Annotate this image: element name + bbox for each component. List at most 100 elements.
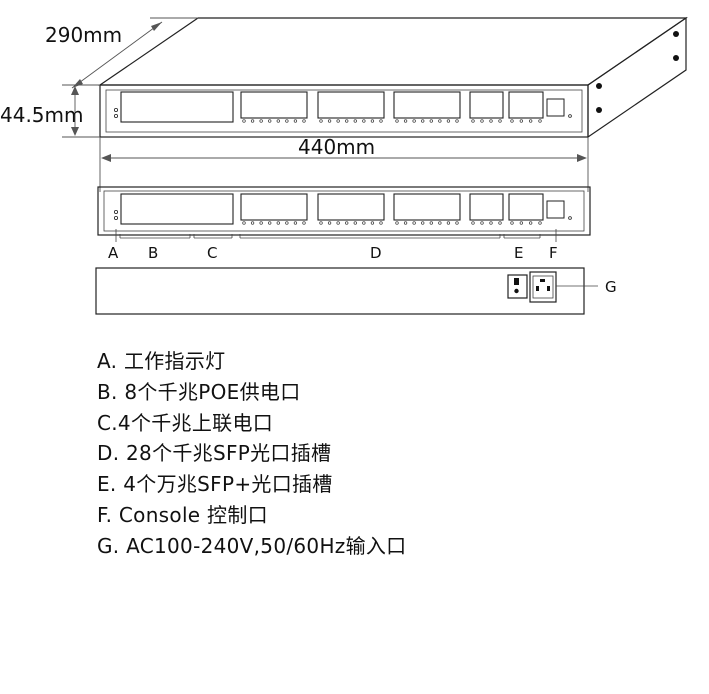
port-led-icon xyxy=(242,119,246,123)
sfp-module xyxy=(317,91,385,119)
callout-b: B xyxy=(148,244,158,262)
port-led-icon xyxy=(510,221,514,225)
port-led-icon xyxy=(519,119,523,123)
port-led-icon xyxy=(429,119,433,123)
legend-item: B. 8个千兆POE供电口 xyxy=(97,379,301,404)
port-led-icon xyxy=(362,221,366,225)
port-led-icon xyxy=(455,221,459,225)
callout-f: F xyxy=(549,244,558,262)
port-led-icon xyxy=(403,221,408,225)
callout-e: E xyxy=(514,244,523,262)
port-led-icon xyxy=(446,221,451,225)
height-label: 44.5mm xyxy=(0,103,84,127)
port-led-icon xyxy=(438,221,442,225)
sfp-module xyxy=(393,91,461,119)
port-led-icon xyxy=(353,119,357,123)
front-panel xyxy=(97,186,591,236)
status-led-icon xyxy=(114,108,119,113)
port-led-icon xyxy=(302,119,306,123)
port-led-icon xyxy=(471,221,475,225)
port-led-icon xyxy=(319,221,323,225)
front-panel-inner xyxy=(103,190,585,232)
port-led-icon xyxy=(471,119,475,123)
console-port-icon xyxy=(546,200,565,219)
port-led-icon xyxy=(302,221,306,225)
side-screw-icon xyxy=(673,55,679,61)
port-led-icon xyxy=(412,221,416,225)
port-led-icon xyxy=(242,221,246,225)
power-switch-icon xyxy=(507,274,528,299)
port-led-icon xyxy=(395,119,399,123)
port-led-icon xyxy=(250,119,255,123)
port-led-icon xyxy=(370,119,375,123)
port-led-icon xyxy=(480,119,484,123)
arrow-icon xyxy=(151,22,162,31)
port-led-icon xyxy=(319,119,323,123)
sfp-module xyxy=(508,91,544,119)
chassis-top-face xyxy=(98,17,688,86)
port-led-icon xyxy=(293,221,298,225)
reset-button-icon xyxy=(568,216,572,220)
port-led-icon xyxy=(429,221,433,225)
sfp-module xyxy=(393,193,461,221)
port-led-icon xyxy=(268,119,272,123)
callout-g: G xyxy=(605,278,617,296)
port-led-icon xyxy=(268,221,272,225)
port-led-icon xyxy=(285,119,289,123)
chassis-side-face xyxy=(587,16,687,139)
rear-panel xyxy=(95,267,585,315)
port-block xyxy=(120,91,234,123)
legend-item: F. Console 控制口 xyxy=(97,502,268,527)
status-led-icon xyxy=(114,215,119,220)
sfp-module xyxy=(240,91,308,119)
front-port-group xyxy=(114,193,572,225)
port-led-icon xyxy=(412,119,416,123)
port-led-icon xyxy=(529,221,533,225)
port-led-icon xyxy=(446,119,451,123)
legend-item: D. 28个千兆SFP光口插槽 xyxy=(97,441,332,466)
front-panel-iso xyxy=(99,84,589,138)
port-led-icon xyxy=(276,119,280,123)
status-led-icon xyxy=(114,209,119,214)
port-led-icon xyxy=(403,119,408,123)
power-inlet-icon xyxy=(529,271,557,303)
legend-item: G. AC100-240V,50/60Hz输入口 xyxy=(97,533,407,558)
port-led-icon xyxy=(336,119,340,123)
port-led-icon xyxy=(529,119,533,123)
port-led-icon xyxy=(370,221,375,225)
rear-view: G xyxy=(95,267,617,315)
port-led-icon xyxy=(519,221,523,225)
port-led-icon xyxy=(538,221,542,225)
port-led-icon xyxy=(362,119,366,123)
legend-list: A. 工作指示灯 B. 8个千兆POE供电口 C.4个千兆上联电口 D. 28个… xyxy=(97,346,407,562)
port-led-icon xyxy=(293,119,298,123)
side-screw-icon xyxy=(596,107,602,113)
port-led-icon xyxy=(259,221,263,225)
port-led-icon xyxy=(345,119,349,123)
port-led-icon xyxy=(379,119,383,123)
port-led-icon xyxy=(395,221,399,225)
port-led-icon xyxy=(498,221,502,225)
sfp-module xyxy=(508,193,544,221)
side-screw-icon xyxy=(596,83,602,89)
dimension-lines: 290mm 44.5mm 440mm xyxy=(0,17,589,192)
front-panel-iso-inner xyxy=(105,89,583,133)
iso-port-group xyxy=(114,91,572,123)
port-led-icon xyxy=(498,119,502,123)
port-led-icon xyxy=(327,119,332,123)
port-led-icon xyxy=(489,119,493,123)
port-block xyxy=(120,193,234,225)
callout-d: D xyxy=(370,244,382,262)
callout-c: C xyxy=(207,244,217,262)
port-led-icon xyxy=(421,221,425,225)
port-led-icon xyxy=(276,221,280,225)
width-label: 440mm xyxy=(298,135,375,159)
port-led-icon xyxy=(345,221,349,225)
reset-button-icon xyxy=(568,114,572,118)
port-led-icon xyxy=(336,221,340,225)
legend-item: C.4个千兆上联电口 xyxy=(97,410,274,435)
port-led-icon xyxy=(438,119,442,123)
port-led-icon xyxy=(489,221,493,225)
arrow-icon xyxy=(71,127,79,136)
